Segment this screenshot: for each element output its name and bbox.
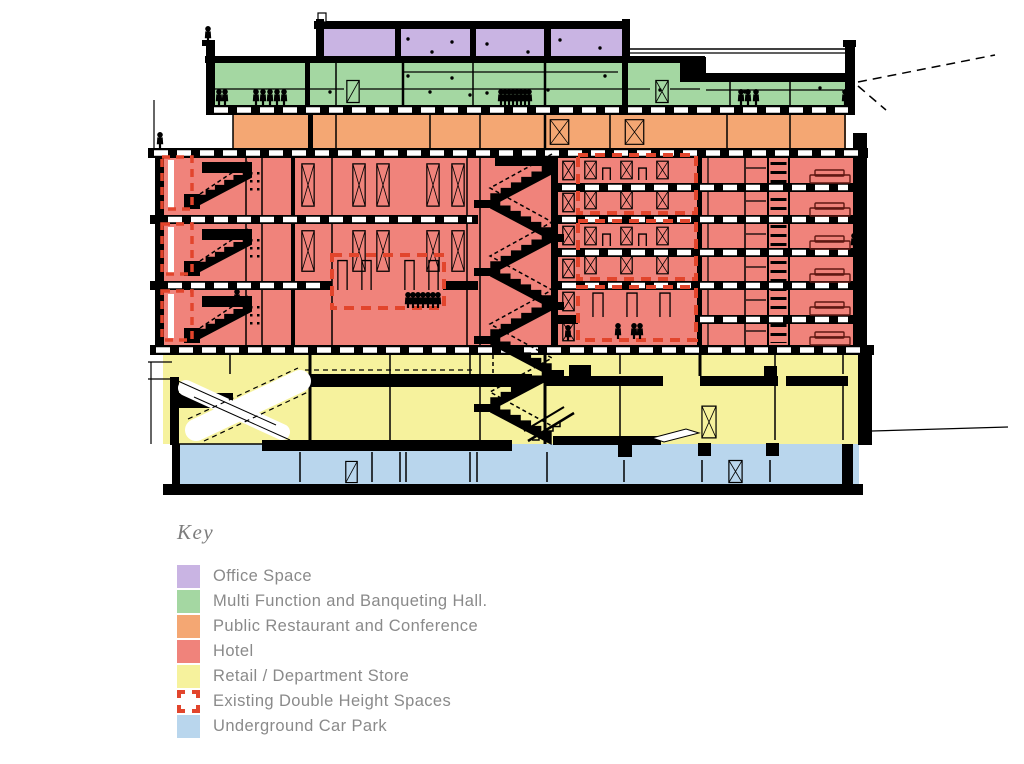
legend-title: Key [177,520,215,544]
ceiling-marks [253,37,822,97]
zone-multi-function-hall-right [703,81,848,105]
walls-structure [148,12,1009,495]
legend-item-label: Hotel [213,642,254,660]
legend-item-label: Retail / Department Store [213,667,410,685]
double-height-box [160,222,194,276]
legend-item-multi-function: Multi Function and Banqueting Hall. [177,590,488,613]
escalators [173,367,476,442]
multi-function-swatch [177,590,200,613]
ramp [650,428,701,443]
person-icon [156,132,164,148]
double-height-box [576,153,698,215]
car-park-swatch [177,715,200,738]
double-height-swatch [177,690,200,713]
central-stair [474,153,564,445]
hotel-swatch [177,640,200,663]
legend-item-label: Existing Double Height Spaces [213,692,452,710]
public-restaurant-swatch [177,615,200,638]
building-section-drawing [148,12,1009,495]
legend-item-office-space: Office Space [177,565,488,588]
retail-stair [523,406,575,443]
zone-multi-function-hall [213,62,703,105]
lift-shaft-marks [168,160,260,338]
legend-item-public-restaurant: Public Restaurant and Conference [177,615,488,638]
double-height-markers [160,153,698,342]
legend-item-label: Underground Car Park [213,717,387,735]
legend-item-retail: Retail / Department Store [177,665,488,688]
legend-item-hotel: Hotel [177,640,488,663]
person-icon [204,26,212,42]
legend: Key Office Space Multi Function and Banq… [177,520,488,740]
legend-item-label: Office Space [213,567,312,585]
zone-hotel [160,148,860,345]
retail-swatch [177,665,200,688]
double-height-box [160,155,194,211]
legend-item-label: Multi Function and Banqueting Hall. [213,592,488,610]
staircases [184,153,701,445]
double-height-box [576,285,698,342]
annotation-lines [857,54,996,111]
double-height-box [160,289,194,342]
double-height-box [576,219,698,281]
double-height-box [330,253,446,310]
zone-public-restaurant [233,115,846,148]
office-space-swatch [177,565,200,588]
legend-item-label: Public Restaurant and Conference [213,617,479,635]
legend-item-double-height: Existing Double Height Spaces [177,690,488,713]
legend-item-car-park: Underground Car Park [177,715,488,738]
